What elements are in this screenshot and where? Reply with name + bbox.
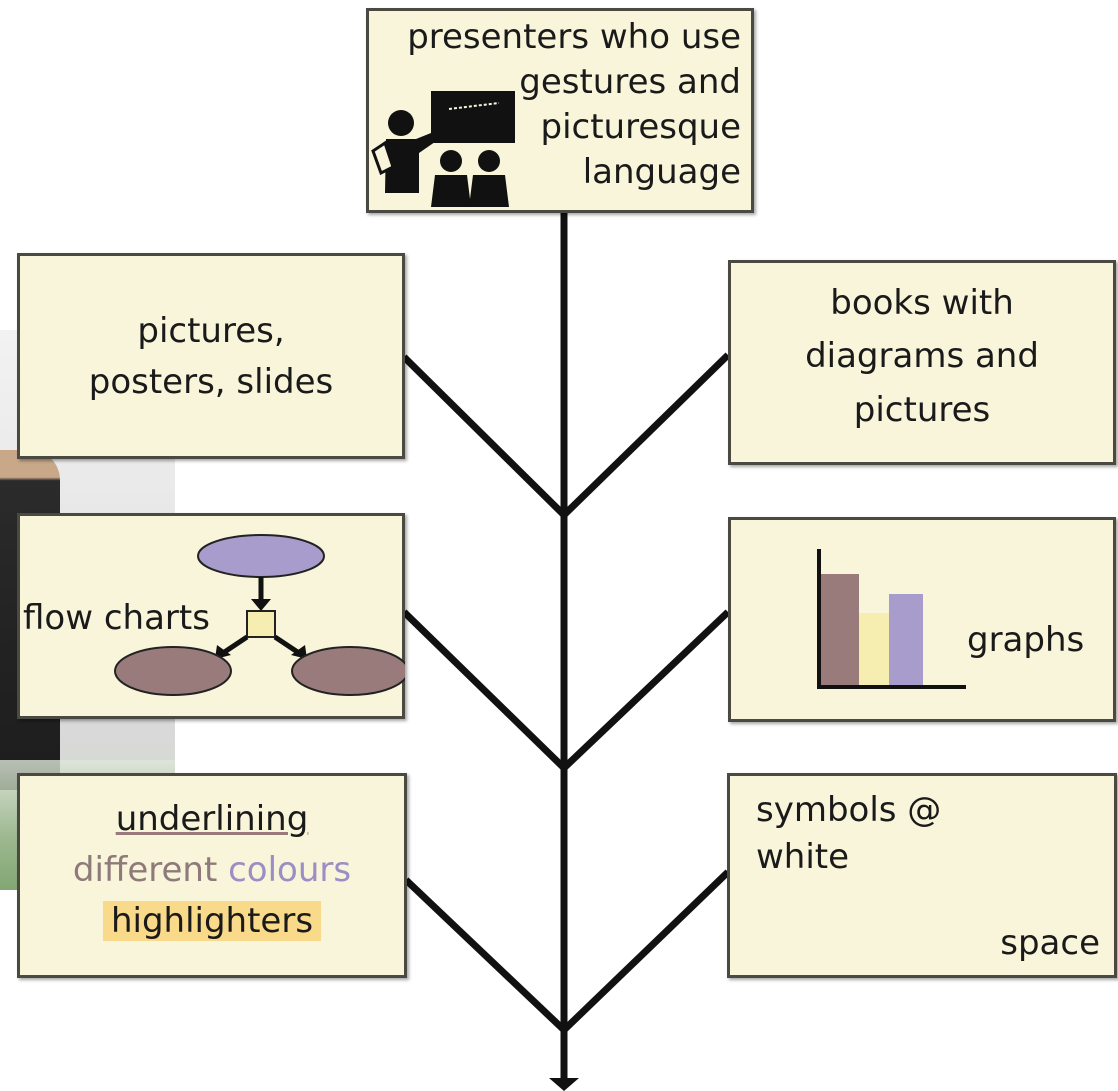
branch-flow xyxy=(401,609,567,771)
top-box-line-4: language xyxy=(582,151,741,192)
pictures-box-line-1: pictures, xyxy=(137,311,285,351)
books-box-line-1: books with xyxy=(830,283,1014,323)
different-colours-line: different colours xyxy=(20,845,404,896)
graph-bar-2 xyxy=(859,613,889,687)
symbols-line-1: symbols @ xyxy=(756,790,942,830)
branch-highlight xyxy=(403,877,567,1033)
graph-bar-1 xyxy=(821,574,859,687)
different-word: different xyxy=(72,850,218,890)
pictures-box: pictures, posters, slides xyxy=(17,253,405,459)
books-box-line-3: pictures xyxy=(853,389,991,430)
branch-symbols xyxy=(561,869,731,1033)
graphs-box-label: graphs xyxy=(967,620,1085,660)
underlining-text: underlining xyxy=(115,799,309,839)
pictures-box-line-2: posters, slides xyxy=(88,362,334,402)
bar-graph-icon xyxy=(817,549,966,689)
flowchart-right-ellipse xyxy=(291,646,405,696)
graph-bar-3 xyxy=(889,594,923,687)
flowchart-icon xyxy=(114,534,405,696)
branch-graphs xyxy=(561,609,731,771)
graphs-box: graphs xyxy=(728,517,1116,722)
top-box: presenters who use gestures and pictures… xyxy=(366,8,754,213)
books-box: books with diagrams and pictures xyxy=(728,260,1116,465)
branch-books xyxy=(561,352,731,518)
top-box-line-1: presenters who use xyxy=(407,17,741,57)
flow-box: flow charts xyxy=(17,513,405,719)
flowchart-top-ellipse xyxy=(197,534,325,578)
colours-word: colours xyxy=(228,850,352,890)
books-box-line-2: diagrams and xyxy=(805,336,1039,377)
branch-pictures xyxy=(401,354,567,518)
symbols-line-2: white xyxy=(756,837,850,877)
spine-arrowhead xyxy=(549,1078,579,1091)
flowchart-decision-square xyxy=(246,610,276,638)
flow-box-label: flow charts xyxy=(23,598,210,638)
symbols-box: symbols @ white space xyxy=(727,773,1117,978)
top-box-line-3: picturesque xyxy=(540,106,741,147)
flowchart-left-ellipse xyxy=(114,646,232,696)
top-box-line-2: gestures and xyxy=(519,61,741,102)
highlight-box: underlining different colours highlighte… xyxy=(17,773,407,978)
highlighters-text: highlighters xyxy=(102,901,322,941)
presenter-icon xyxy=(371,91,515,207)
highlighters-line: highlighters xyxy=(20,896,404,947)
symbols-line-3: space xyxy=(1000,923,1100,963)
